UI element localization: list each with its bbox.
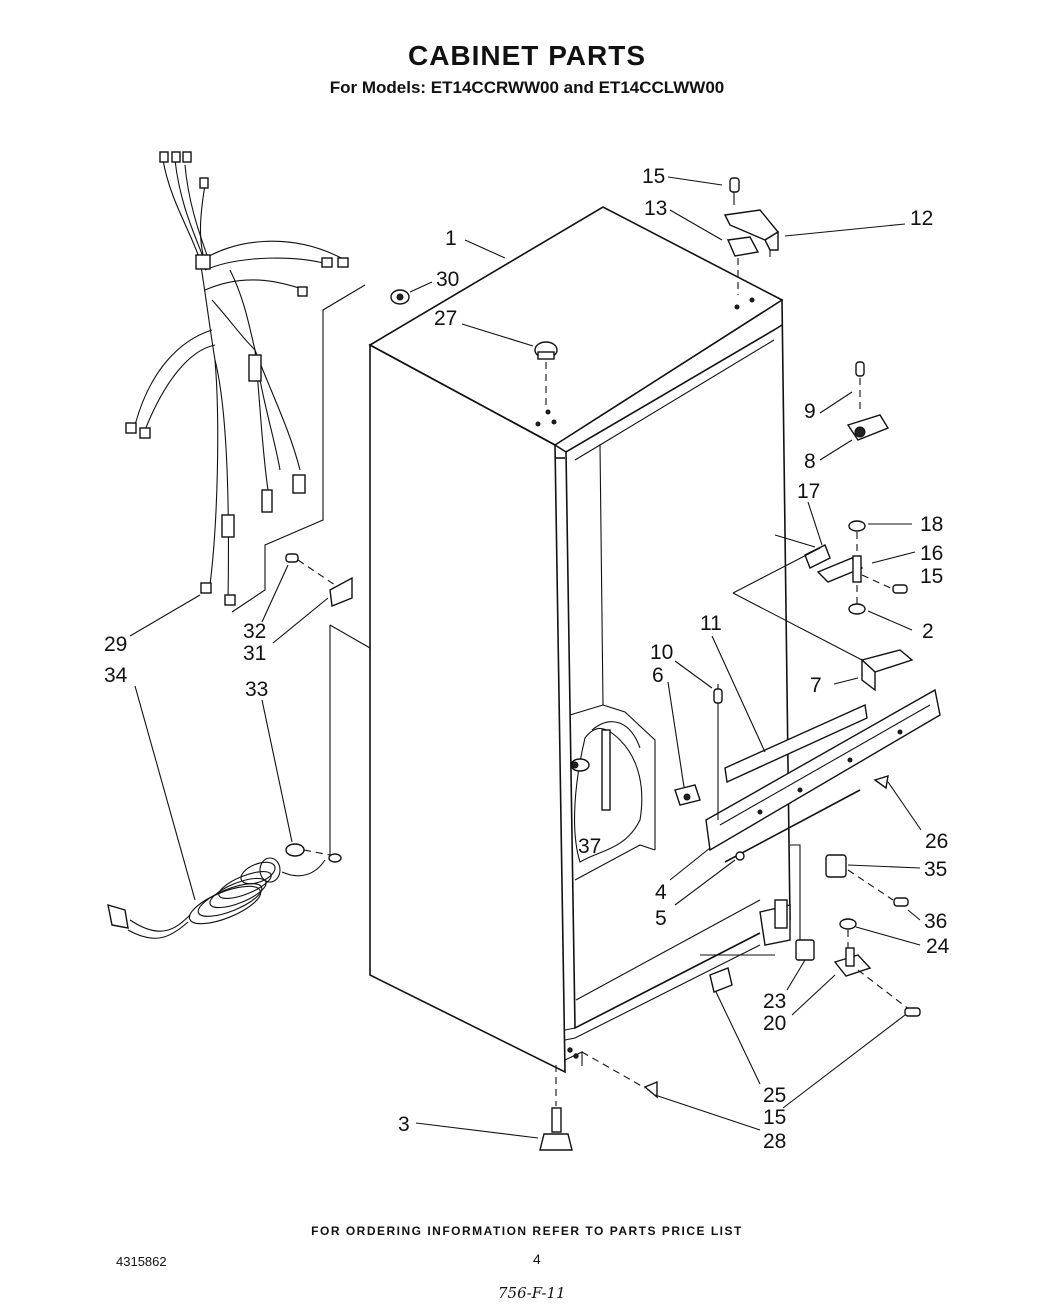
bottom-hinge-mount (759, 899, 791, 946)
part-15-bottom-screw (904, 1007, 921, 1017)
cabinet-body (368, 206, 801, 1074)
part-9-screw (855, 361, 865, 377)
part-16-center-hinge (816, 555, 864, 583)
callout-20: 20 (763, 1012, 786, 1035)
callout-15: 15 (920, 565, 943, 588)
ordering-note: FOR ORDERING INFORMATION REFER TO PARTS … (311, 1224, 743, 1238)
callout-30: 30 (436, 268, 459, 291)
part-23-shim (795, 939, 815, 961)
part-3-leveling-leg (539, 1107, 573, 1151)
part-15-hinge-screw (892, 584, 908, 594)
part-6-clip (674, 784, 701, 806)
leader-lines (129, 176, 922, 1139)
callout-7: 7 (810, 674, 822, 697)
part-30-grommet (390, 289, 410, 305)
part-31-ground-clip (329, 576, 353, 607)
callout-4: 4 (655, 881, 667, 904)
part-7-hinge-bracket (860, 649, 914, 692)
callout-2: 2 (922, 620, 934, 643)
page-number: 4 (533, 1251, 541, 1267)
part-25-cover (709, 967, 733, 993)
callout-11: 11 (700, 612, 722, 635)
part-11-trim-strip (724, 703, 868, 784)
callout-24: 24 (926, 935, 950, 958)
callout-13: 13 (644, 197, 667, 220)
part-36-screw (893, 897, 909, 907)
part-35-bracket (825, 854, 847, 878)
callout-5: 5 (655, 907, 667, 930)
callout-23: 23 (763, 990, 786, 1013)
part-4-breaker-rail (705, 688, 941, 852)
part-26-plug (873, 774, 889, 790)
document-number: 4315862 (116, 1254, 167, 1269)
part-13-hinge-shim (726, 236, 760, 257)
callout-36: 36 (924, 910, 947, 933)
part-2-washer (848, 603, 866, 615)
cord-routing-outline (329, 624, 371, 650)
callout-1: 1 (445, 227, 457, 250)
part-27-plug-button (534, 341, 558, 360)
callout-31: 31 (243, 642, 266, 665)
part-33-strain-relief (285, 843, 305, 857)
callout-15: 15 (642, 165, 665, 188)
part-37-inner-wiring (570, 721, 643, 863)
harness-routing-outline (231, 284, 366, 613)
callout-10: 10 (650, 641, 673, 664)
part-12-top-hinge (723, 209, 780, 251)
part-17-shim (804, 544, 831, 569)
callout-6: 6 (652, 664, 664, 687)
callout-28: 28 (763, 1130, 786, 1153)
callout-16: 16 (920, 542, 943, 565)
callout-37: 37 (578, 835, 601, 858)
callout-32: 32 (243, 620, 266, 643)
part-8-hinge-pin (846, 414, 890, 441)
callout-3: 3 (398, 1113, 410, 1136)
callout-15: 15 (763, 1106, 786, 1129)
callout-35: 35 (924, 858, 947, 881)
callout-17: 17 (797, 480, 820, 503)
part-28-plug (643, 1080, 658, 1099)
callout-9: 9 (804, 400, 816, 423)
part-20-bottom-hinge (833, 947, 872, 977)
callout-25: 25 (763, 1084, 786, 1107)
part-24-washer (839, 918, 857, 930)
models-subtitle: For Models: ET14CCRWW00 and ET14CCLWW00 (329, 78, 725, 97)
part-5-heater-wire (724, 789, 861, 863)
part-15-top-screw (729, 177, 740, 205)
callout-33: 33 (245, 678, 268, 701)
callout-29: 29 (104, 633, 127, 656)
page-title: CABINET PARTS (407, 40, 647, 71)
callout-18: 18 (920, 513, 943, 536)
callout-8: 8 (804, 450, 816, 473)
part-32-screw (285, 553, 299, 563)
handwritten-note: 756-F-11 (498, 1284, 566, 1302)
callout-34: 34 (104, 664, 128, 687)
part-18-washer (848, 520, 866, 532)
part-10-screw (713, 688, 723, 704)
callout-26: 26 (925, 830, 948, 853)
callout-12: 12 (910, 207, 933, 230)
part-29-wiring-harness (125, 151, 349, 606)
callout-27: 27 (434, 307, 457, 330)
part-34-power-cord (107, 857, 326, 939)
